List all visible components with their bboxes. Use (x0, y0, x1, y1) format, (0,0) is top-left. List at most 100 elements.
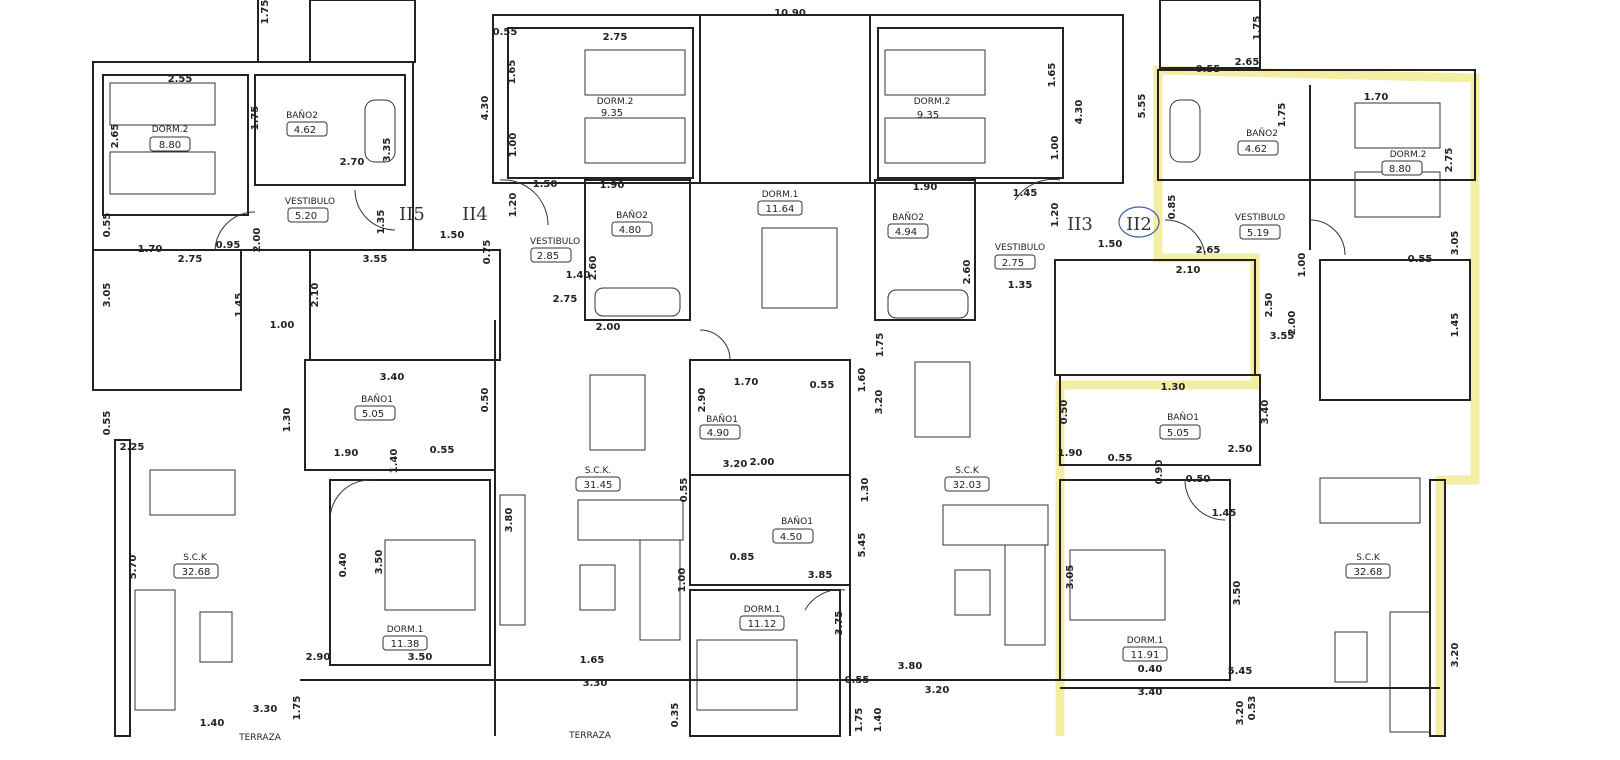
dimension-label: 0.50 (480, 388, 491, 413)
svg-text:11.38: 11.38 (391, 639, 420, 650)
unit-label: II4 (462, 204, 488, 225)
dimension-label: 0.85 (1167, 195, 1178, 220)
dimension-label: 1.45 (234, 293, 245, 318)
svg-text:8.80: 8.80 (1389, 164, 1411, 175)
dimension-label: 1.00 (1050, 136, 1061, 161)
dimension-label: 0.55 (102, 411, 113, 436)
dimension-label: 2.65 (1196, 245, 1221, 256)
dimension-label: 1.70 (138, 244, 163, 255)
dimension-label: 2.00 (596, 322, 621, 333)
room-bano1-a: BAÑO1 5.05 (354, 394, 396, 421)
svg-text:31.45: 31.45 (584, 480, 613, 491)
dimension-label: 3.40 (380, 372, 405, 383)
dimension-label: 1.90 (334, 448, 359, 459)
dimension-label: 1.75 (292, 696, 303, 721)
dimension-label: 1.90 (600, 180, 625, 191)
dimension-label: 1.65 (1047, 63, 1058, 88)
dimension-label: 2.60 (588, 256, 599, 281)
dimension-label: 1.50 (1098, 239, 1123, 250)
dimension-label: 1.00 (270, 320, 295, 331)
svg-text:4.62: 4.62 (294, 125, 316, 136)
dimension-label: 2.65 (1235, 57, 1260, 68)
terrace-label: TERRAZA (568, 731, 612, 741)
dimension-label: 0.55 (845, 675, 870, 686)
dimension-label: 2.60 (962, 260, 973, 285)
dimension-label: 3.55 (363, 254, 388, 265)
dimension-label: 1.60 (857, 368, 868, 393)
room-sck-c: S.C.K32.68 (173, 553, 219, 579)
svg-text:8.80: 8.80 (159, 140, 181, 151)
svg-text:S.C.K.: S.C.K. (585, 466, 611, 476)
room-dorm1-d: DORM.111.91 (1122, 636, 1168, 662)
svg-text:BAÑO2: BAÑO2 (1246, 128, 1278, 139)
svg-text:11.64: 11.64 (766, 204, 795, 215)
svg-text:11.91: 11.91 (1131, 650, 1160, 661)
dimension-label: 10.90 (774, 8, 806, 19)
svg-text:BAÑO1: BAÑO1 (1167, 412, 1199, 423)
room-sck-a: S.C.K. 31.45 (575, 466, 621, 492)
dimension-label: 1.40 (873, 708, 884, 733)
door-swings (214, 178, 1346, 611)
dimension-label: 0.55 (102, 213, 113, 238)
svg-text:DORM.2: DORM.2 (152, 125, 189, 135)
dimension-label: 1.35 (1008, 280, 1033, 291)
room-dorm2-c: DORM.29.35 (914, 97, 951, 121)
dimension-label: 0.55 (493, 27, 518, 38)
svg-text:32.68: 32.68 (182, 567, 211, 578)
svg-text:BAÑO1: BAÑO1 (361, 394, 393, 405)
dimension-label: 3.20 (1235, 701, 1246, 726)
dimension-label: 3.50 (1232, 581, 1243, 606)
dimension-label: 1.50 (440, 230, 465, 241)
svg-text:S.C.K: S.C.K (1356, 553, 1381, 563)
dimension-label: 1.75 (854, 708, 865, 733)
dimension-label: 2.90 (697, 388, 708, 413)
dimension-label: 3.05 (102, 283, 113, 308)
svg-text:4.50: 4.50 (780, 532, 802, 543)
dimension-label: 1.70 (1364, 92, 1389, 103)
svg-text:4.94: 4.94 (895, 227, 917, 238)
dimension-label: 0.53 (1247, 696, 1258, 721)
dimension-label: 1.00 (677, 568, 688, 593)
svg-text:BAÑO2: BAÑO2 (616, 210, 648, 221)
svg-text:DORM.1: DORM.1 (387, 625, 424, 635)
room-sck-d: S.C.K32.68 (1345, 553, 1391, 579)
svg-text:VESTIBULO: VESTIBULO (995, 243, 1045, 253)
svg-text:5.05: 5.05 (362, 409, 384, 420)
svg-text:BAÑO2: BAÑO2 (892, 212, 924, 223)
dimension-label: 3.50 (408, 652, 433, 663)
unit-label: II3 (1067, 214, 1093, 235)
svg-text:DORM.2: DORM.2 (597, 97, 634, 107)
dimension-label: 3.05 (1065, 565, 1076, 590)
dimension-label: 2.75 (178, 254, 203, 265)
dimension-label: 1.00 (1297, 253, 1308, 278)
dimension-label: 0.85 (730, 552, 755, 563)
svg-text:5.19: 5.19 (1247, 228, 1269, 239)
svg-text:DORM.1: DORM.1 (762, 190, 799, 200)
dimension-label: 3.35 (382, 138, 393, 163)
svg-text:DORM.2: DORM.2 (1390, 150, 1427, 160)
dimension-label: 2.10 (310, 283, 321, 308)
dimension-label: 3.40 (1260, 400, 1271, 425)
dimension-label: 2.50 (1264, 293, 1275, 318)
dimension-label: 2.65 (110, 124, 121, 149)
dimension-label: 3.30 (583, 678, 608, 689)
dimension-label: 0.75 (482, 240, 493, 265)
dimension-label: 2.75 (553, 294, 578, 305)
dimension-label: 2.75 (1444, 148, 1455, 173)
dimension-label: 3.85 (808, 570, 833, 581)
dimension-label: 0.55 (1408, 254, 1433, 265)
svg-text:DORM.1: DORM.1 (744, 605, 781, 615)
dimension-label: 5.45 (857, 533, 868, 558)
room-dorm2-d: DORM.2 8.80 (1381, 150, 1427, 176)
dimension-label: 0.55 (1108, 453, 1133, 464)
dimension-label: 4.30 (1074, 100, 1085, 125)
dimension-label: 2.25 (120, 442, 145, 453)
dimension-label: 1.75 (1277, 103, 1288, 128)
